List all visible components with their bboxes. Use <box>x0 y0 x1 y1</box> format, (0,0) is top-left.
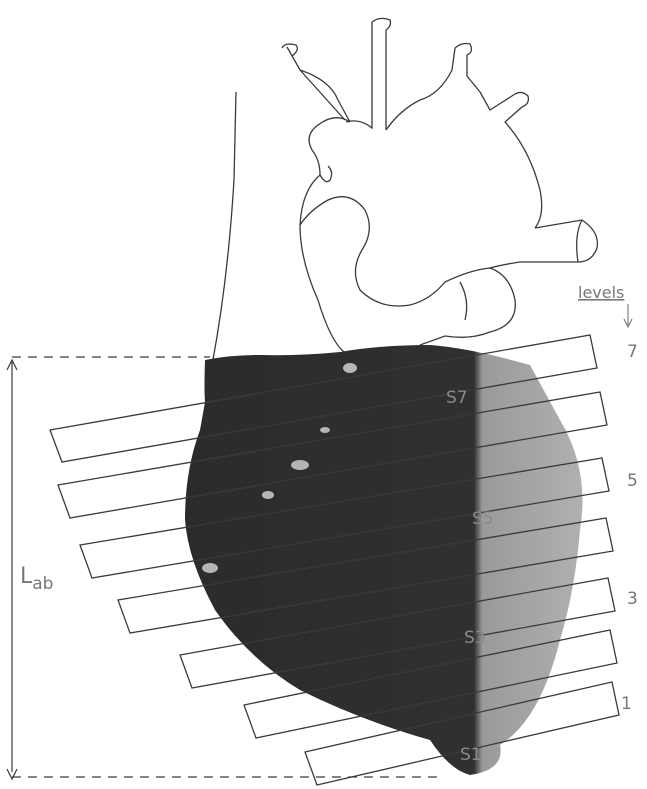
slice-label-s5: S5 <box>472 509 494 529</box>
level-number-3: 3 <box>627 589 638 609</box>
level-number-5: 5 <box>627 471 638 491</box>
slice-label-s7: S7 <box>446 388 468 408</box>
level-number-1: 1 <box>621 694 632 714</box>
heart-outline <box>212 18 597 365</box>
slice-label-s3: S3 <box>464 628 486 648</box>
slice-label-s1: S1 <box>460 745 482 765</box>
levels-arrow <box>624 304 632 327</box>
level-number-7: 7 <box>627 342 638 362</box>
length-label: Lab <box>20 564 53 594</box>
levels-heading: levels <box>578 283 624 302</box>
